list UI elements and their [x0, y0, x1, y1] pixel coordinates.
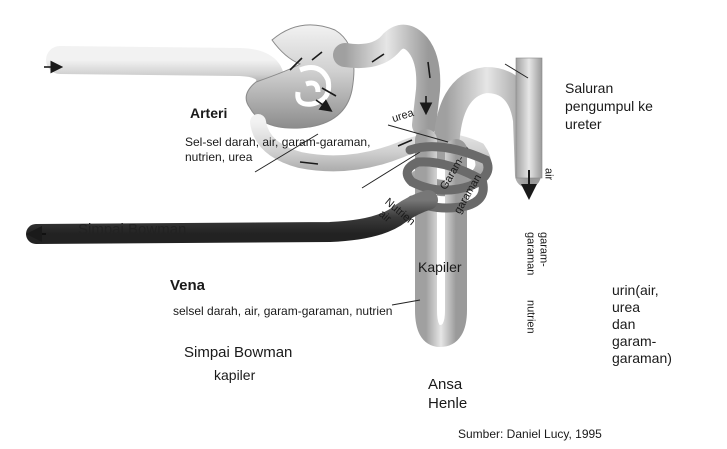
label-ansa: Ansa — [428, 376, 463, 393]
afferent-artery — [46, 46, 294, 106]
label-saluran-2: pengumpul ke — [565, 98, 653, 114]
urea-pointer — [387, 124, 449, 143]
peritubular-capillary — [402, 142, 493, 213]
label-air-right: air — [542, 168, 555, 181]
source-credit: Sumber: Daniel Lucy, 1995 — [458, 427, 602, 441]
label-urin-1: urin(air, — [612, 282, 659, 298]
label-urin-4: garam- — [612, 333, 657, 349]
label-urin-2: urea — [612, 299, 641, 315]
proximal-tubule-arrows — [371, 53, 430, 112]
label-urin-5: garaman) — [612, 350, 672, 366]
label-garam-vert-2: garaman — [524, 232, 537, 276]
label-simpai-bowman: Simpai Bowman — [184, 344, 293, 361]
label-saluran-1: Saluran — [565, 80, 614, 96]
label-nutrien-vert: nutrien — [524, 300, 537, 334]
loop-of-henle — [415, 129, 467, 348]
label-kapiler-bottom: kapiler — [214, 367, 256, 383]
label-arteri-desc-2: nutrien, urea — [185, 150, 253, 164]
label-vena-desc: selsel darah, air, garam-garaman, nutrie… — [173, 304, 393, 318]
collecting-duct-top — [515, 57, 543, 179]
collecting-duct-pointer — [504, 63, 529, 79]
vena-pointer — [391, 299, 421, 306]
label-kapiler-top: Kapiler — [418, 259, 462, 275]
glomerulus-arrows — [289, 51, 336, 110]
label-vena: Vena — [170, 277, 206, 294]
label-garam-vert-1: garam- — [537, 232, 550, 267]
label-urin-3: dan — [612, 316, 636, 332]
label-arteri-desc-1: Sel-sel darah, air, garam-garaman, — [185, 135, 371, 149]
air-pointer — [361, 151, 421, 189]
glomerulus-loops — [295, 65, 332, 107]
label-henle: Henle — [428, 395, 468, 412]
arteri-pointer — [254, 133, 319, 173]
vein — [26, 190, 438, 244]
proximal-tubule — [333, 24, 441, 137]
label-saluran-3: ureter — [565, 116, 602, 132]
label-simpai-bowman-vessel: Simpai Bowman — [78, 221, 187, 238]
label-arteri: Arteri — [190, 105, 228, 121]
